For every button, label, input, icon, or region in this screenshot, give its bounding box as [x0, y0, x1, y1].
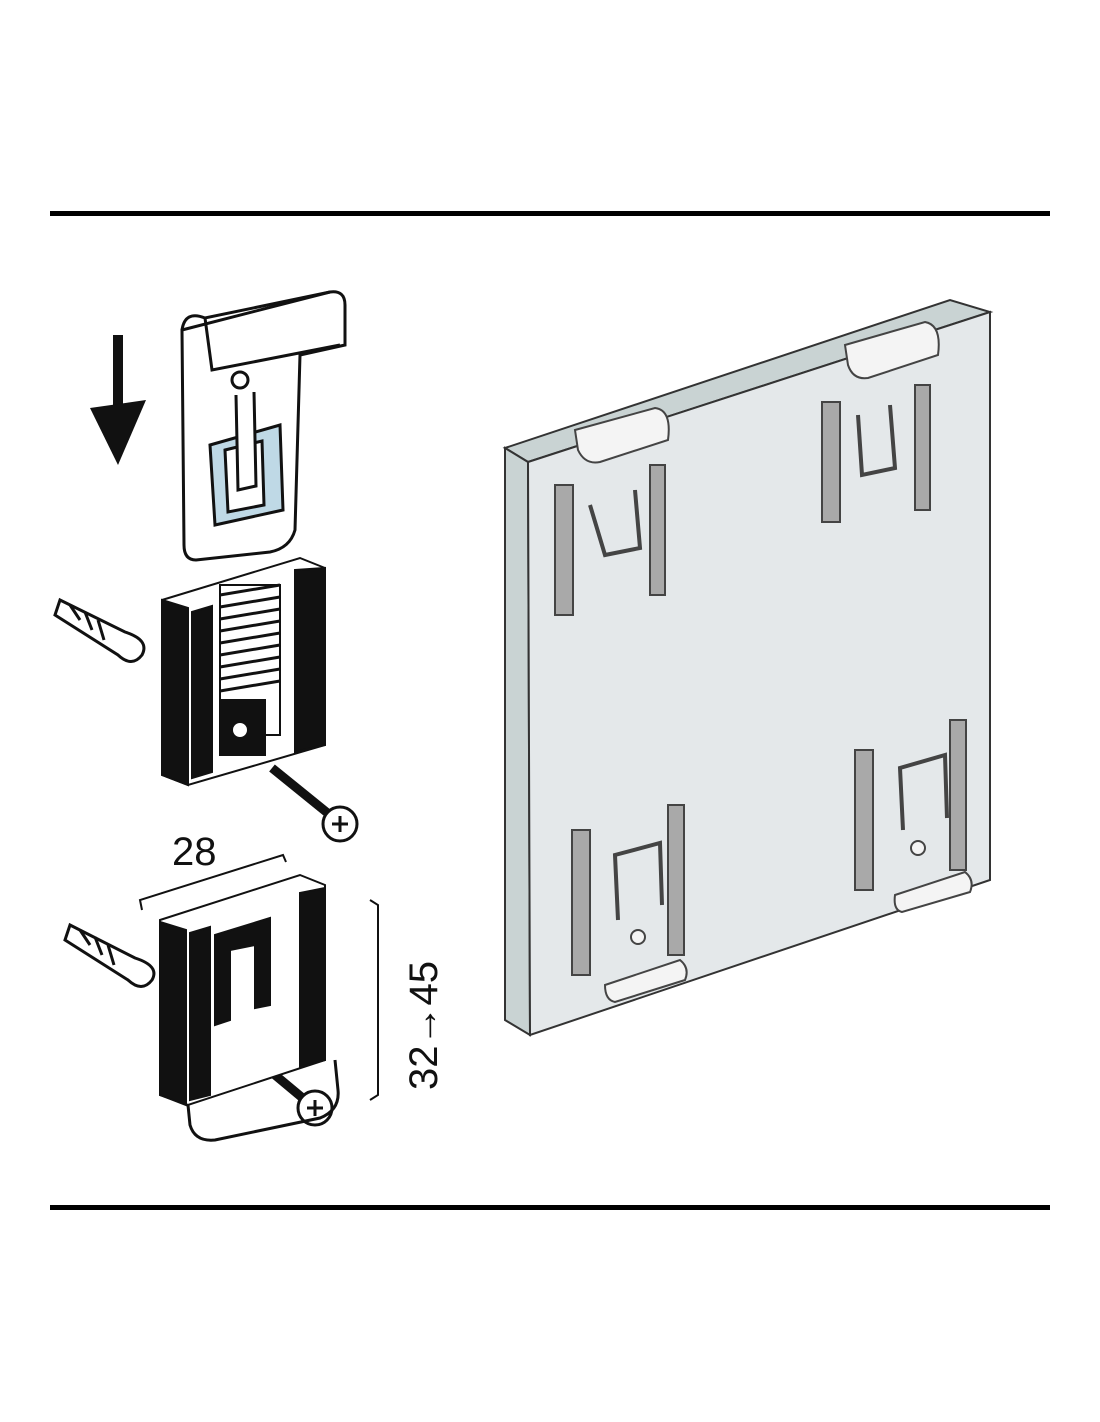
width-dimension: 28	[138, 830, 287, 911]
adjustable-base	[161, 556, 326, 787]
wall-plug-icon	[53, 597, 146, 663]
hanging-clip	[180, 290, 347, 562]
screw-icon	[269, 764, 359, 843]
panel-clip-bottom-left	[571, 804, 688, 1004]
panel-clip-bottom-right	[854, 719, 973, 914]
wall-plug-icon	[63, 922, 156, 988]
panel-clip-top-left	[554, 406, 670, 616]
width-label: 28	[172, 830, 217, 874]
bottom-divider	[50, 1205, 1050, 1210]
height-dimension: 32→45	[369, 899, 446, 1101]
top-divider	[50, 211, 1050, 216]
panel-clip-top-right	[821, 320, 940, 523]
adjusted-base	[159, 873, 340, 1142]
height-label: 32→45	[402, 961, 446, 1090]
down-arrow-icon	[90, 335, 146, 465]
